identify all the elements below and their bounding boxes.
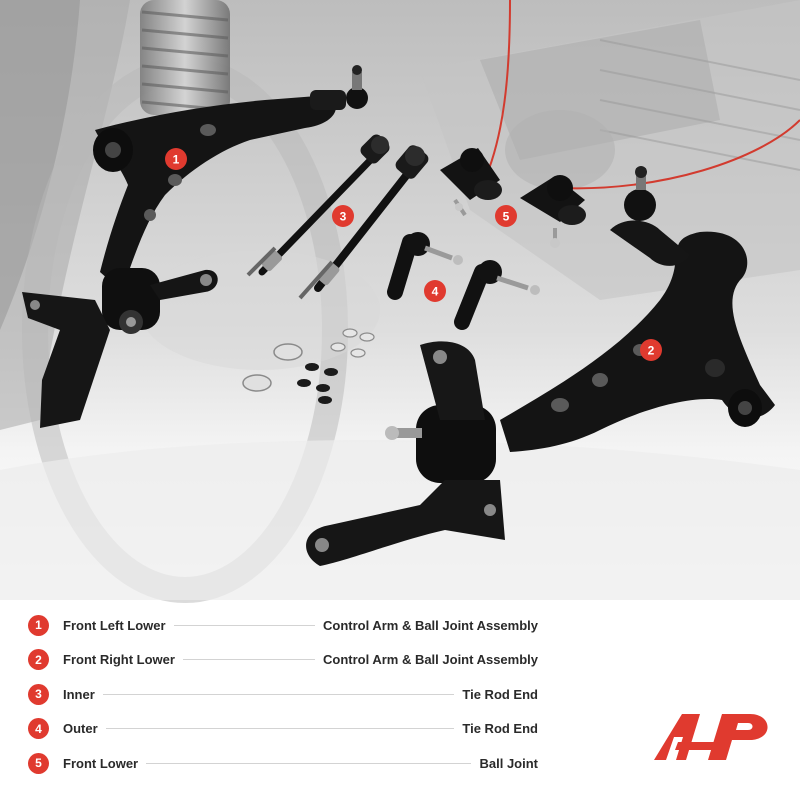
callout-badge-1: 1 xyxy=(165,148,187,170)
legend-part-description: Tie Rod End xyxy=(462,721,538,737)
callout-badge-3: 3 xyxy=(332,205,354,227)
legend-leader-line xyxy=(173,624,315,626)
legend-part-name: Front Right Lower xyxy=(63,652,175,668)
legend-row-2: 2 Front Right Lower Control Arm & Ball J… xyxy=(28,643,538,678)
legend-part-description: Control Arm & Ball Joint Assembly xyxy=(322,617,538,633)
legend-row-3: 3 Inner Tie Rod End xyxy=(28,677,538,712)
legend-leader-line xyxy=(182,659,315,661)
legend-leader-line xyxy=(102,693,455,695)
legend-row-5: 5 Front Lower Ball Joint xyxy=(28,746,538,781)
legend-part-name: Front Left Lower xyxy=(63,617,166,633)
ap-brand-logo-icon xyxy=(654,714,768,760)
callout-badge-5: 5 xyxy=(495,205,517,227)
callout-badge-4: 4 xyxy=(424,280,446,302)
legend-row-4: 4 Outer Tie Rod End xyxy=(28,712,538,747)
svg-text:1: 1 xyxy=(173,153,180,167)
ball-joint-part xyxy=(440,148,586,248)
svg-text:3: 3 xyxy=(340,210,347,224)
legend-part-name: Outer xyxy=(63,721,98,737)
inner-tie-rod-end-part xyxy=(246,134,429,300)
legend-part-description: Control Arm & Ball Joint Assembly xyxy=(322,652,538,668)
svg-text:2: 2 xyxy=(648,344,655,358)
front-right-control-arm-part xyxy=(306,166,775,566)
svg-text:5: 5 xyxy=(503,210,510,224)
legend-number-badge: 3 xyxy=(28,683,49,705)
legend-leader-line xyxy=(146,762,472,764)
legend-number-badge: 1 xyxy=(28,614,49,636)
callout-badge-2: 2 xyxy=(640,339,662,361)
legend-part-name: Front Lower xyxy=(63,755,139,771)
outer-tie-rod-end-part xyxy=(387,232,540,330)
legend-leader-line xyxy=(105,728,455,730)
legend-part-description: Tie Rod End xyxy=(462,686,538,702)
legend-number-badge: 4 xyxy=(28,718,49,740)
svg-text:4: 4 xyxy=(432,285,439,299)
parts-legend: 1 Front Left Lower Control Arm & Ball Jo… xyxy=(28,608,538,781)
hardware-washers-nuts xyxy=(242,328,375,404)
legend-number-badge: 2 xyxy=(28,649,49,671)
legend-part-name: Inner xyxy=(63,686,95,702)
legend-number-badge: 5 xyxy=(28,752,49,774)
legend-row-1: 1 Front Left Lower Control Arm & Ball Jo… xyxy=(28,608,538,643)
legend-part-description: Ball Joint xyxy=(479,755,538,771)
front-left-control-arm-part xyxy=(22,65,368,428)
